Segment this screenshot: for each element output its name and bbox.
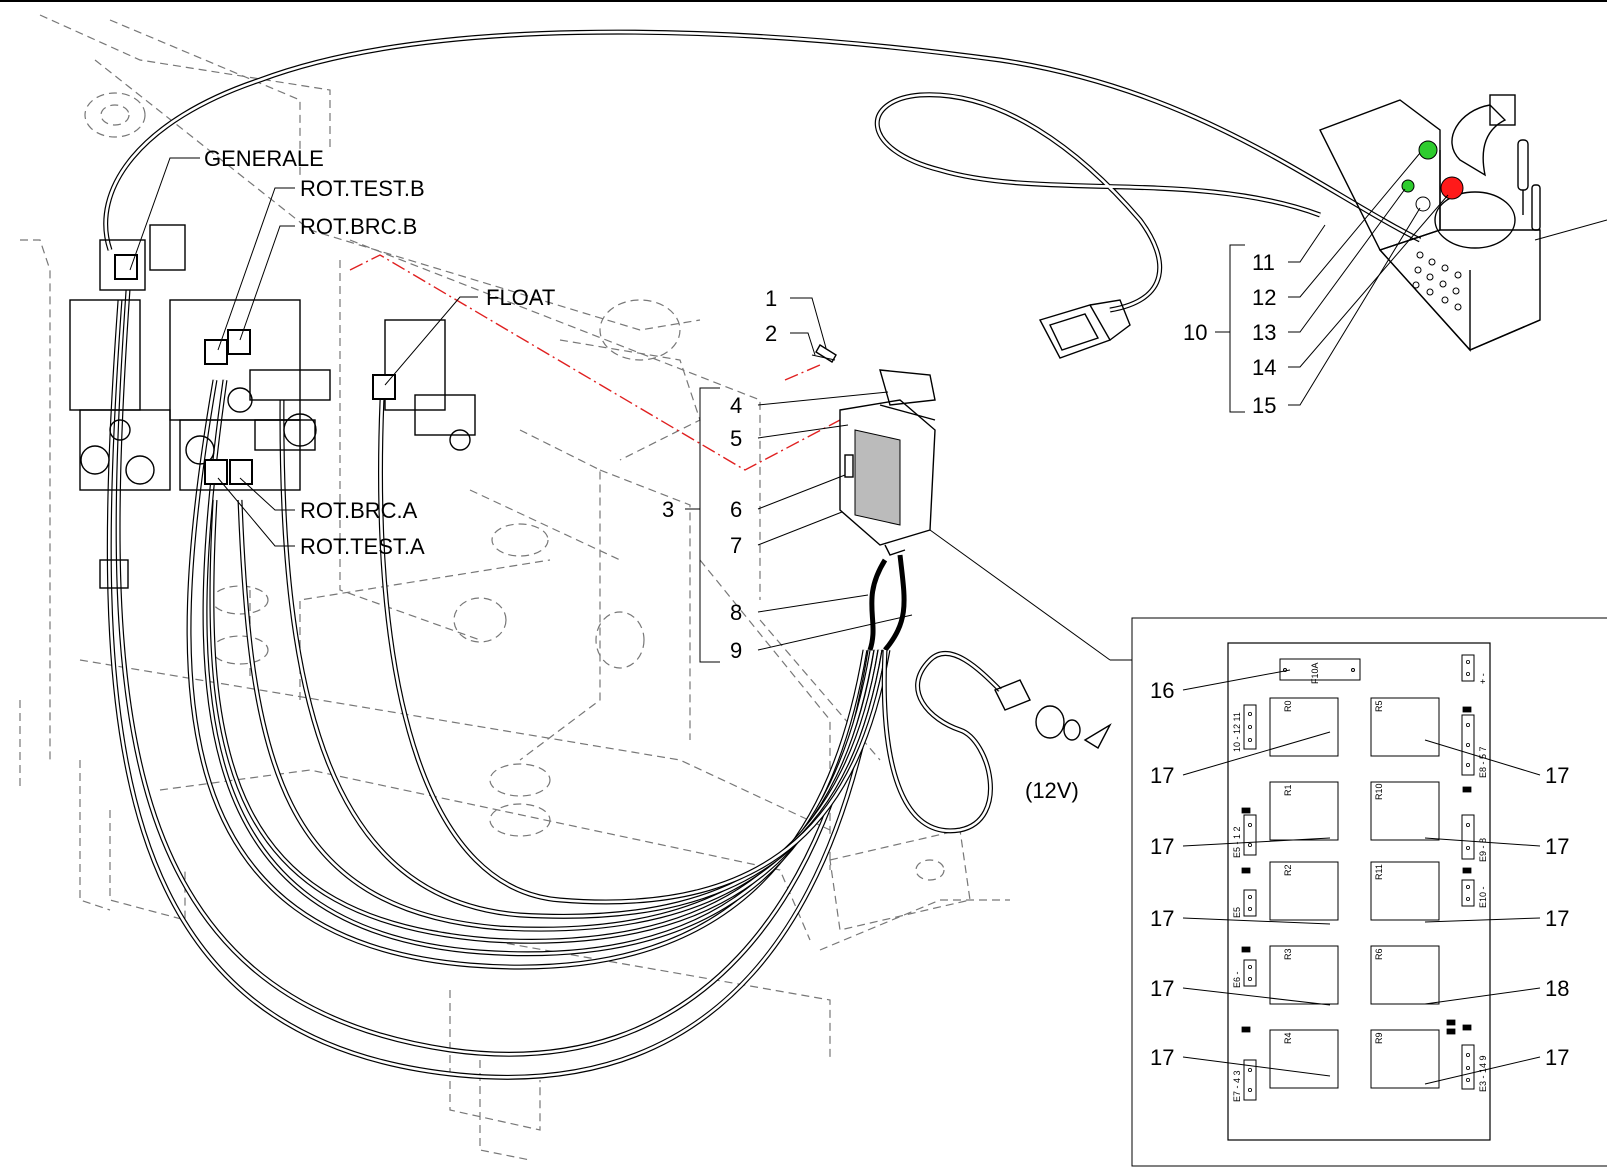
callout-9: 9	[730, 638, 742, 663]
callout-3: 3	[662, 497, 674, 522]
conn-right-4: E10 -	[1478, 886, 1488, 908]
callout-1: 1	[765, 286, 777, 311]
callout-17-right-3: 17	[1545, 906, 1569, 931]
callout-17-right-4: 17	[1545, 1045, 1569, 1070]
callout-leaders-box	[685, 297, 913, 663]
callout-17-left-2: 17	[1150, 834, 1174, 859]
callout-7: 7	[730, 533, 742, 558]
harness-bundle	[106, 289, 1002, 1080]
callout-11: 11	[1252, 250, 1275, 275]
callout-4: 4	[730, 393, 742, 418]
sub-d-connector	[1038, 299, 1131, 359]
label-float: FLOAT	[486, 285, 555, 310]
callout-8: 8	[730, 600, 742, 625]
callout-13: 13	[1252, 320, 1276, 345]
relay-r9: R9	[1374, 1032, 1384, 1044]
callout-17-left-1: 17	[1150, 763, 1174, 788]
conn-left-1: 10 - 12 11	[1232, 712, 1242, 752]
callout-leaders-joystick	[1215, 152, 1607, 413]
conn-left-2: E5 - 1 2	[1232, 826, 1242, 858]
conn-right-5: E3 - 14 9	[1478, 1055, 1488, 1092]
callout-17-right-2: 17	[1545, 834, 1569, 859]
callout-17-left-3: 17	[1150, 906, 1174, 931]
joystick-cable	[874, 92, 1321, 313]
relay-r3: R3	[1283, 948, 1293, 960]
callout-15: 15	[1252, 393, 1276, 418]
relay-r1: R1	[1283, 784, 1293, 796]
relay-r6: R6	[1374, 948, 1384, 960]
joystick-panel	[1319, 94, 1541, 352]
label-rot-test-b: ROT.TEST.B	[300, 176, 425, 201]
label-generale: GENERALE	[204, 146, 324, 171]
callout-17-right-1: 17	[1545, 763, 1569, 788]
conn-left-4: E6 -	[1232, 971, 1242, 988]
callout-5: 5	[730, 426, 742, 451]
main-cable	[103, 29, 1422, 251]
valve-label-leaders	[129, 157, 478, 547]
voltage-label: (12V)	[1025, 778, 1079, 803]
label-rot-brc-a: ROT.BRC.A	[300, 498, 418, 523]
valve-block	[69, 224, 476, 589]
callout-16: 16	[1150, 678, 1174, 703]
power-plug	[994, 679, 1112, 749]
conn-left-3: E5	[1232, 907, 1242, 918]
label-rot-test-a: ROT.TEST.A	[300, 534, 425, 559]
callout-12: 12	[1252, 285, 1276, 310]
relay-r2: R2	[1283, 864, 1293, 876]
fuse-label: F10A	[1310, 662, 1320, 684]
relay-r11: R11	[1374, 864, 1384, 880]
relay-r0: R0	[1283, 700, 1293, 712]
conn-left-5: E7 - 4 3	[1232, 1070, 1242, 1102]
relay-board-detail: F10A	[929, 529, 1607, 1167]
callout-2: 2	[765, 321, 777, 346]
conn-right-2: E8 - 5 7	[1478, 746, 1488, 778]
conn-right-1: + -	[1478, 673, 1488, 684]
relay-r4: R4	[1283, 1032, 1293, 1044]
control-box	[811, 344, 936, 556]
label-rot-brc-b: ROT.BRC.B	[300, 214, 417, 239]
callout-17-left-4: 17	[1150, 976, 1174, 1001]
callout-6: 6	[730, 497, 742, 522]
relay-r10: R10	[1374, 783, 1384, 800]
callout-18: 18	[1545, 976, 1569, 1001]
machine-frame-outline	[19, 14, 1010, 1161]
conn-right-3: E9 - 8	[1478, 838, 1488, 862]
callout-14: 14	[1252, 355, 1276, 380]
relay-r5: R5	[1374, 700, 1384, 712]
callout-10: 10	[1183, 320, 1207, 345]
section-line	[349, 254, 841, 471]
callout-17-left-5: 17	[1150, 1045, 1174, 1070]
